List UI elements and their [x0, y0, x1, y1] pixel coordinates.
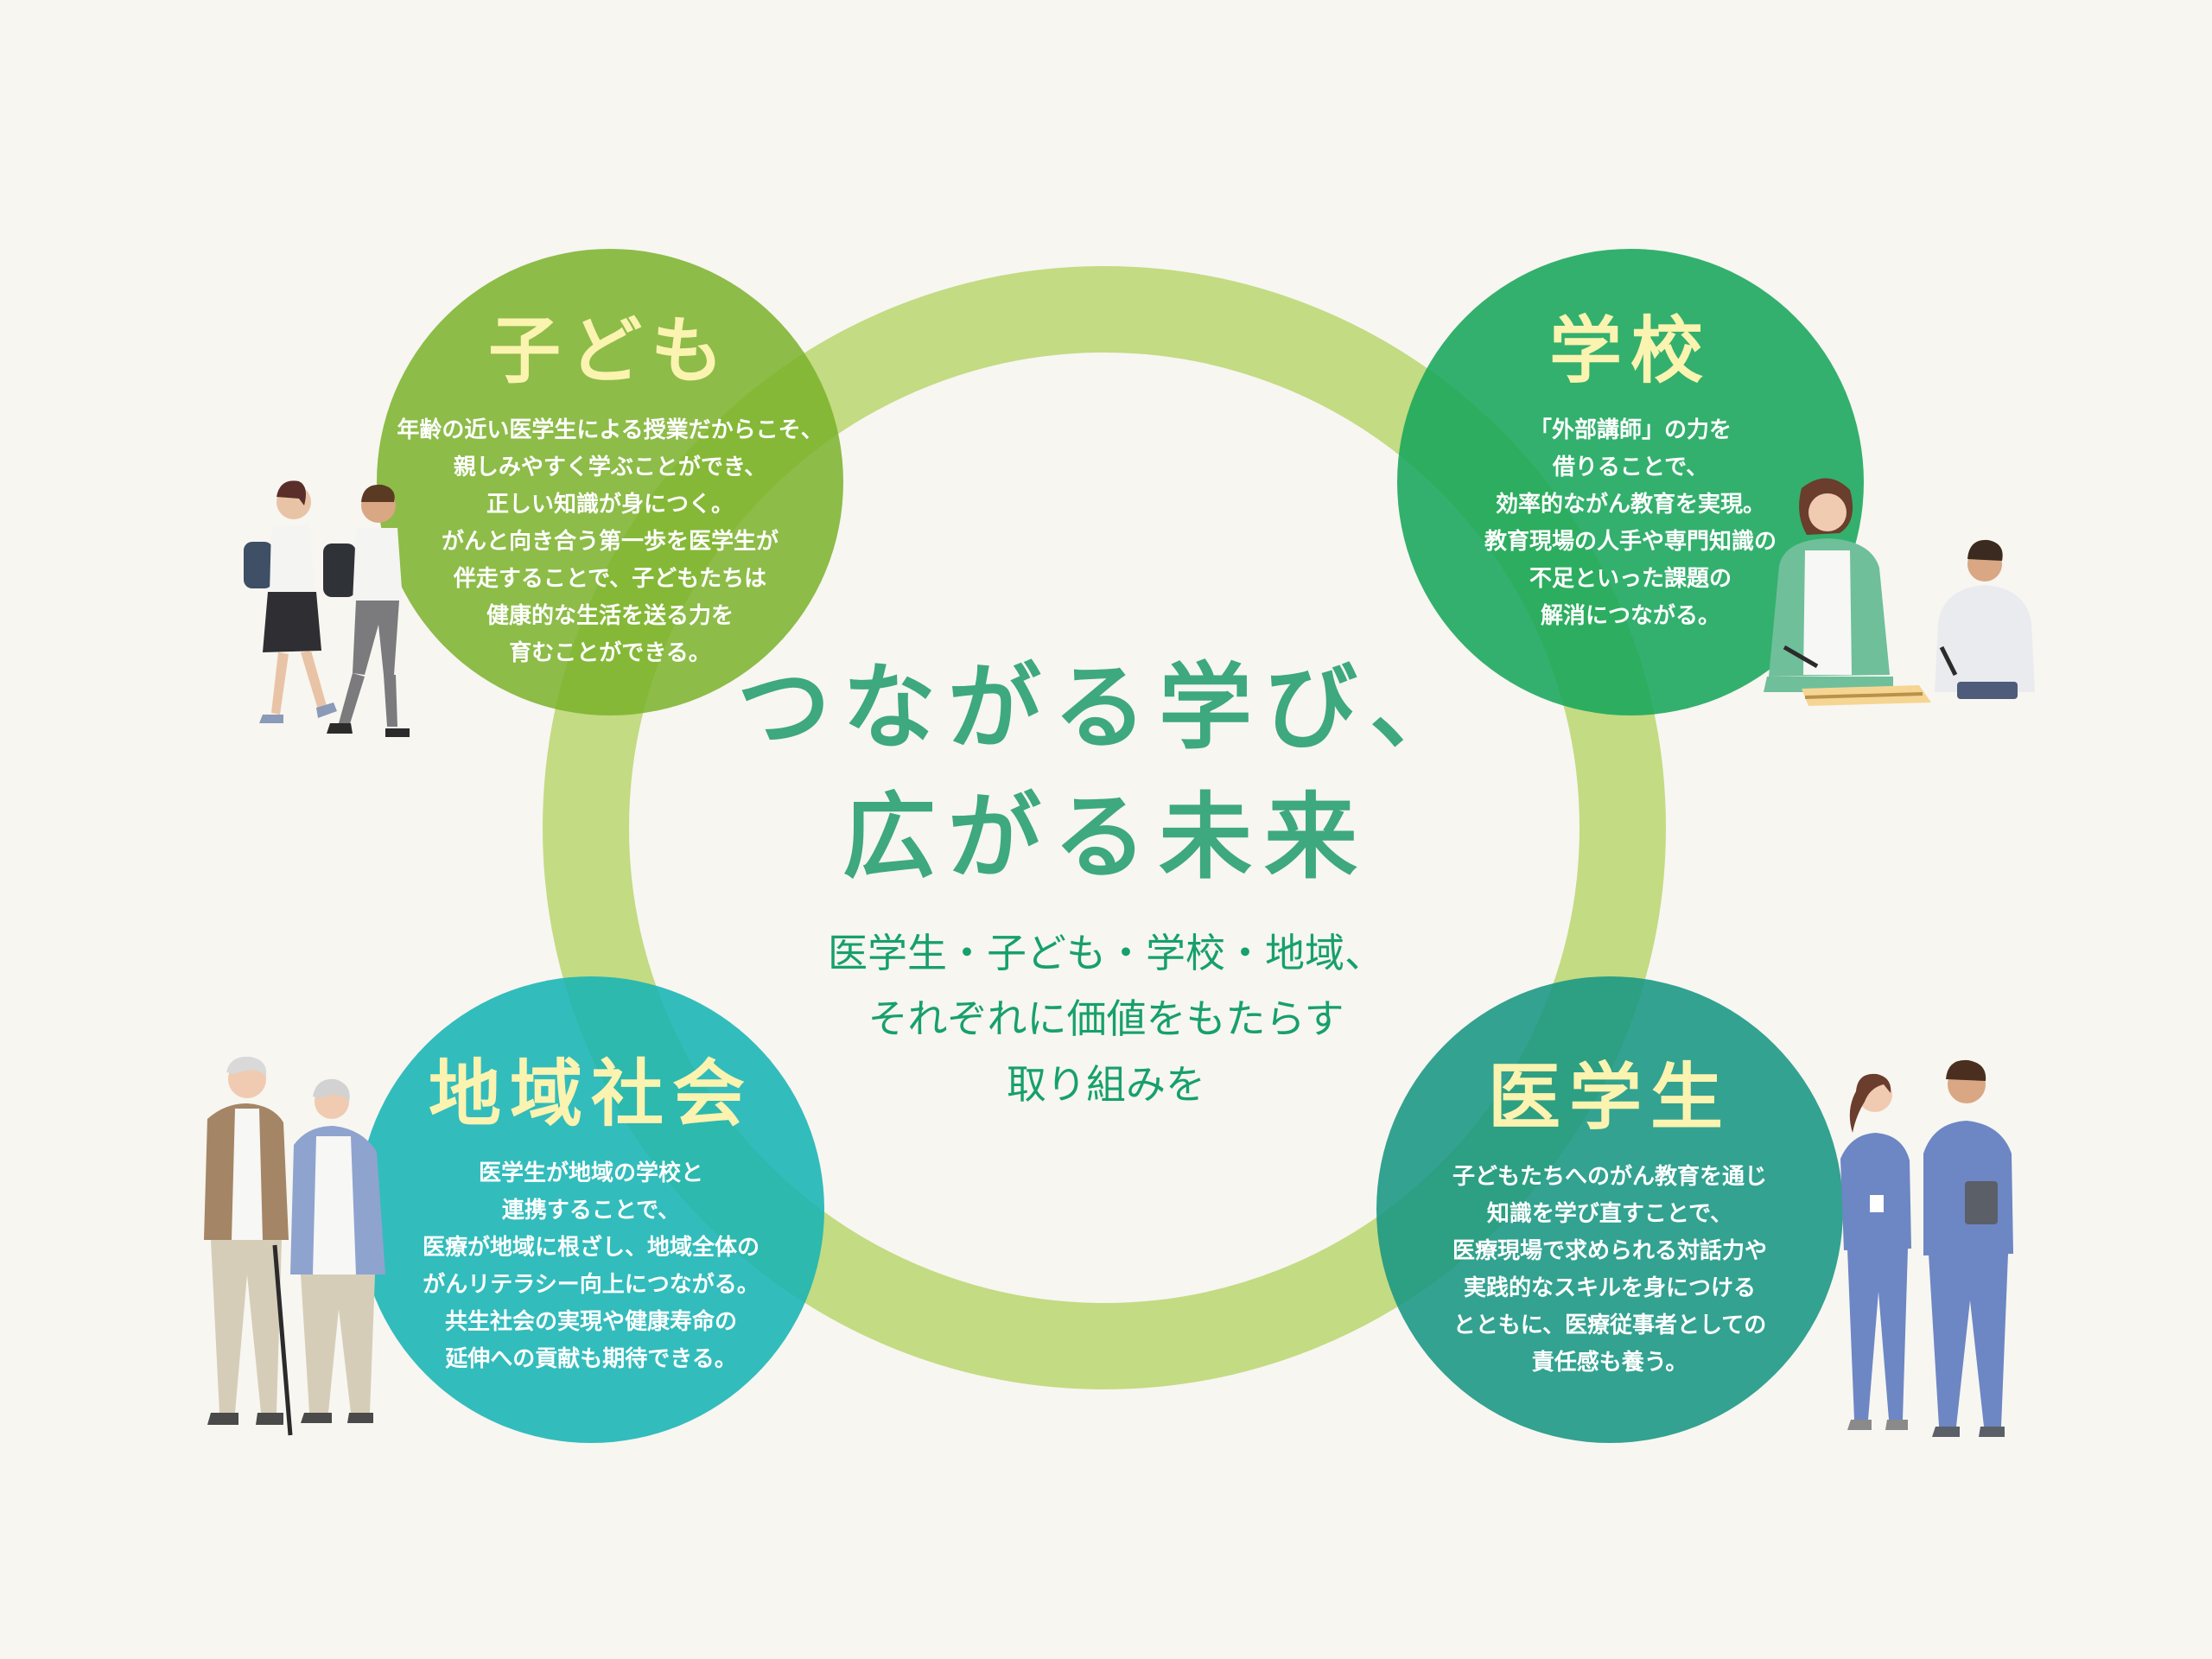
bubble-medical-students-body: 子どもたちへのがん教育を通じ 知識を学び直すことで、 医療現場で求められる対話力…: [1452, 1163, 1767, 1376]
elderly-couple-icon: [204, 1056, 385, 1436]
bubble-medical-students: 医学生 子どもたちへのがん教育を通じ 知識を学び直すことで、 医療現場で求められ…: [1376, 976, 1843, 1443]
bubble-medical-students-title: 医学生: [1487, 1055, 1732, 1140]
teachers-at-desk-icon: [1764, 478, 2035, 706]
center-message: つながる学び、 広がる未来 医学生・子ども・学校・地域、 それぞれに価値をもたら…: [726, 644, 1486, 1117]
bubble-school: 学校 「外部講師」の力を 借りることで、 効率的ながん教育を実現。 教育現場の人…: [1397, 249, 1864, 715]
bubble-school-body: 「外部講師」の力を 借りることで、 効率的ながん教育を実現。 教育現場の人手や専…: [1484, 416, 1777, 629]
bubble-community-title: 地域社会: [428, 1052, 753, 1136]
center-subtitle: 医学生・子ども・学校・地域、 それぞれに価値をもたらす 取り組みを: [828, 930, 1384, 1108]
medical-students-icon: [1840, 1059, 2013, 1437]
bubble-children-body: 年齢の近い医学生による授業だからこそ、 親しみやすく学ぶことができ、 正しい知識…: [397, 416, 823, 666]
bubble-school-title: 学校: [1548, 308, 1712, 393]
bubble-children-title: 子ども: [487, 308, 732, 393]
bubble-children: 子ども 年齢の近い医学生による授業だからこそ、 親しみやすく学ぶことができ、 正…: [377, 249, 843, 715]
bubble-community-body: 医学生が地域の学校と 連携することで、 医療が地域に根ざし、地域全体の がんリテ…: [422, 1160, 760, 1372]
bubble-community: 地域社会 医学生が地域の学校と 連携することで、 医療が地域に根ざし、地域全体の…: [358, 976, 824, 1443]
center-title: つながる学び、 広がる未来: [736, 654, 1475, 892]
students-walking-icon: [244, 480, 410, 737]
